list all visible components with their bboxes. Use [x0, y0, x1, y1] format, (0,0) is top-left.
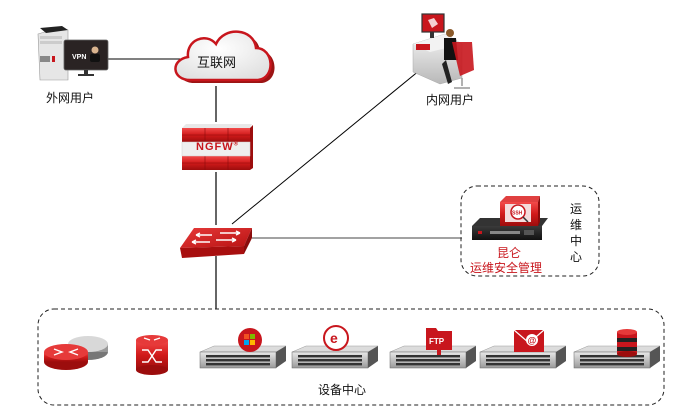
server-bay-row: [396, 359, 460, 362]
ops-center-title-char: 维: [569, 218, 582, 232]
vpn-screen-text: VPN: [72, 54, 86, 61]
firewall-name: NGFW: [196, 141, 234, 153]
database-badge-icon: [617, 329, 637, 357]
server-side: [650, 346, 660, 368]
bastion-host-icon: SSH: [472, 196, 548, 240]
server-side: [368, 346, 378, 368]
ops-center-title-char: 运: [569, 202, 582, 216]
link-switch-internal: [231, 69, 421, 225]
rack-server-node[interactable]: [291, 345, 379, 369]
server-bay-row: [580, 355, 644, 358]
server-bay-row: [580, 363, 644, 366]
rack-server-node[interactable]: [199, 345, 287, 369]
svg-text:@: @: [528, 336, 537, 346]
ops-center-title-char: 中: [569, 234, 582, 248]
switch-node[interactable]: [136, 335, 168, 375]
server-bay-row: [580, 359, 644, 362]
rack-server-node[interactable]: [389, 345, 477, 369]
bastion-device-subtitle: 运维安全管理: [470, 261, 543, 275]
desk-worker-icon: [412, 13, 474, 89]
internet-cloud-node[interactable]: [174, 30, 275, 83]
server-side: [276, 346, 286, 368]
firewall-icon: [181, 124, 253, 170]
server-bay-row: [298, 359, 362, 362]
ops-center-title-char: 心: [569, 250, 582, 264]
pc-tower-icon: [37, 26, 69, 81]
internet-label: 互联网: [197, 56, 237, 71]
server-bay-row: [396, 355, 460, 358]
server-bay-row: [396, 363, 460, 366]
firewall-node[interactable]: [181, 124, 253, 170]
mail-badge-icon: @: [513, 329, 545, 352]
windows-badge-icon: [238, 328, 262, 352]
firewall-label: NGFW®: [196, 141, 239, 153]
switch-icon: [180, 228, 252, 258]
ops-center-container: [460, 185, 600, 277]
ie-badge-icon: e: [323, 325, 349, 351]
core-switch-node[interactable]: [180, 228, 252, 258]
server-bay-row: [486, 355, 550, 358]
server-bay-row: [486, 359, 550, 362]
router-icon: [44, 336, 108, 370]
external-user-node[interactable]: VPN: [37, 26, 109, 81]
server-bay-row: [486, 363, 550, 366]
server-bay-row: [298, 363, 362, 366]
internal-user-node[interactable]: [412, 13, 474, 89]
ssh-badge-text: SSH: [512, 211, 523, 217]
equipment-center-container: [37, 308, 665, 406]
ops-center-title: 运 维 中 心: [569, 201, 583, 265]
external-user-label: 外网用户: [46, 91, 95, 105]
bastion-device-name: 昆仑: [497, 246, 522, 260]
internal-user-label: 内网用户: [426, 93, 475, 107]
registered-mark: ®: [233, 141, 240, 148]
equipment-center-label: 设备中心: [318, 383, 367, 397]
bastion-host-node[interactable]: SSH: [472, 196, 548, 240]
svg-text:FTP: FTP: [429, 337, 445, 346]
connections: [107, 58, 462, 309]
server-bay-row: [206, 359, 270, 362]
switch-cylinder-icon: [136, 335, 168, 375]
svg-text:e: e: [330, 330, 338, 346]
monitor-icon: VPN: [63, 39, 109, 76]
ftp-badge-icon: FTP: [426, 328, 452, 355]
router-node[interactable]: [44, 336, 108, 370]
server-bay-row: [206, 363, 270, 366]
server-side: [556, 346, 566, 368]
server-bay-row: [298, 355, 362, 358]
server-side: [466, 346, 476, 368]
server-bay-row: [206, 355, 270, 358]
